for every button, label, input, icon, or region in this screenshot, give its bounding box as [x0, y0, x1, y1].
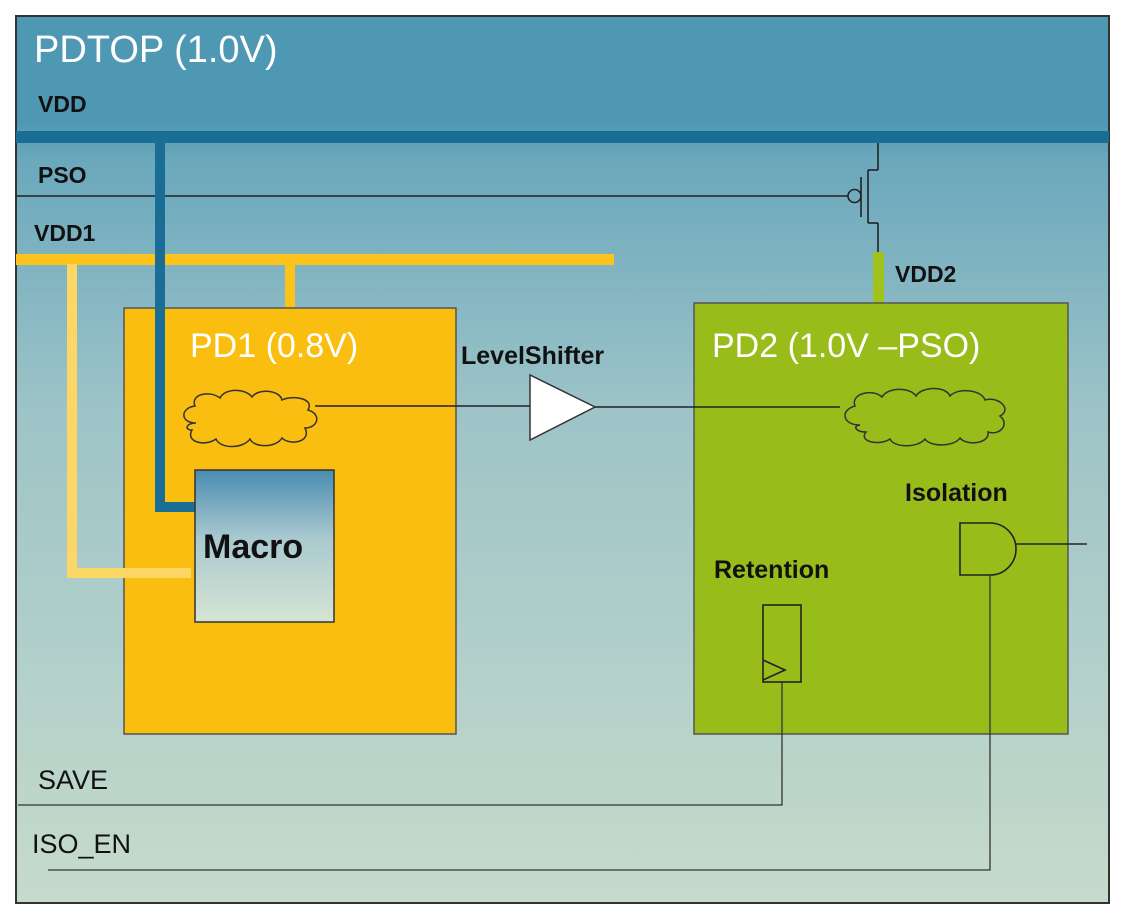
pso-label: PSO: [38, 162, 87, 188]
isolation-label: Isolation: [905, 479, 1008, 507]
vdd1-label: VDD1: [34, 220, 96, 246]
level-shifter-buffer: [529, 373, 597, 442]
vdd-macro-feed: [155, 131, 195, 512]
retention-flop: [762, 604, 802, 683]
retention-label: Retention: [714, 556, 829, 584]
vdd-label: VDD: [38, 91, 87, 117]
iso-en-label: ISO_EN: [32, 829, 131, 859]
vdd1-pd1-tap: [285, 259, 295, 309]
vdd1-macro-feed: [67, 264, 191, 578]
iso-en-wire: [48, 575, 991, 871]
pd2-title: PD2 (1.0V –PSO): [712, 327, 980, 365]
save-wire: [18, 682, 783, 806]
vdd-rail: [16, 131, 1109, 143]
save-label: SAVE: [38, 765, 108, 795]
pdtop-title: PDTOP (1.0V): [34, 29, 278, 71]
pd2-domain: [693, 302, 1069, 735]
vdd2-stub: [873, 252, 884, 304]
macro-block: [194, 469, 335, 623]
level-shifter-label: LevelShifter: [461, 342, 604, 370]
pd1-title: PD1 (0.8V): [190, 327, 358, 365]
pd2-logic-cloud: [844, 387, 1006, 447]
pd1-logic-cloud: [183, 389, 318, 448]
power-switch: [847, 143, 879, 252]
isolation-and-gate: [959, 522, 1017, 576]
vdd2-label: VDD2: [895, 261, 956, 287]
vdd1-rail: [16, 254, 614, 265]
macro-label: Macro: [203, 528, 303, 566]
